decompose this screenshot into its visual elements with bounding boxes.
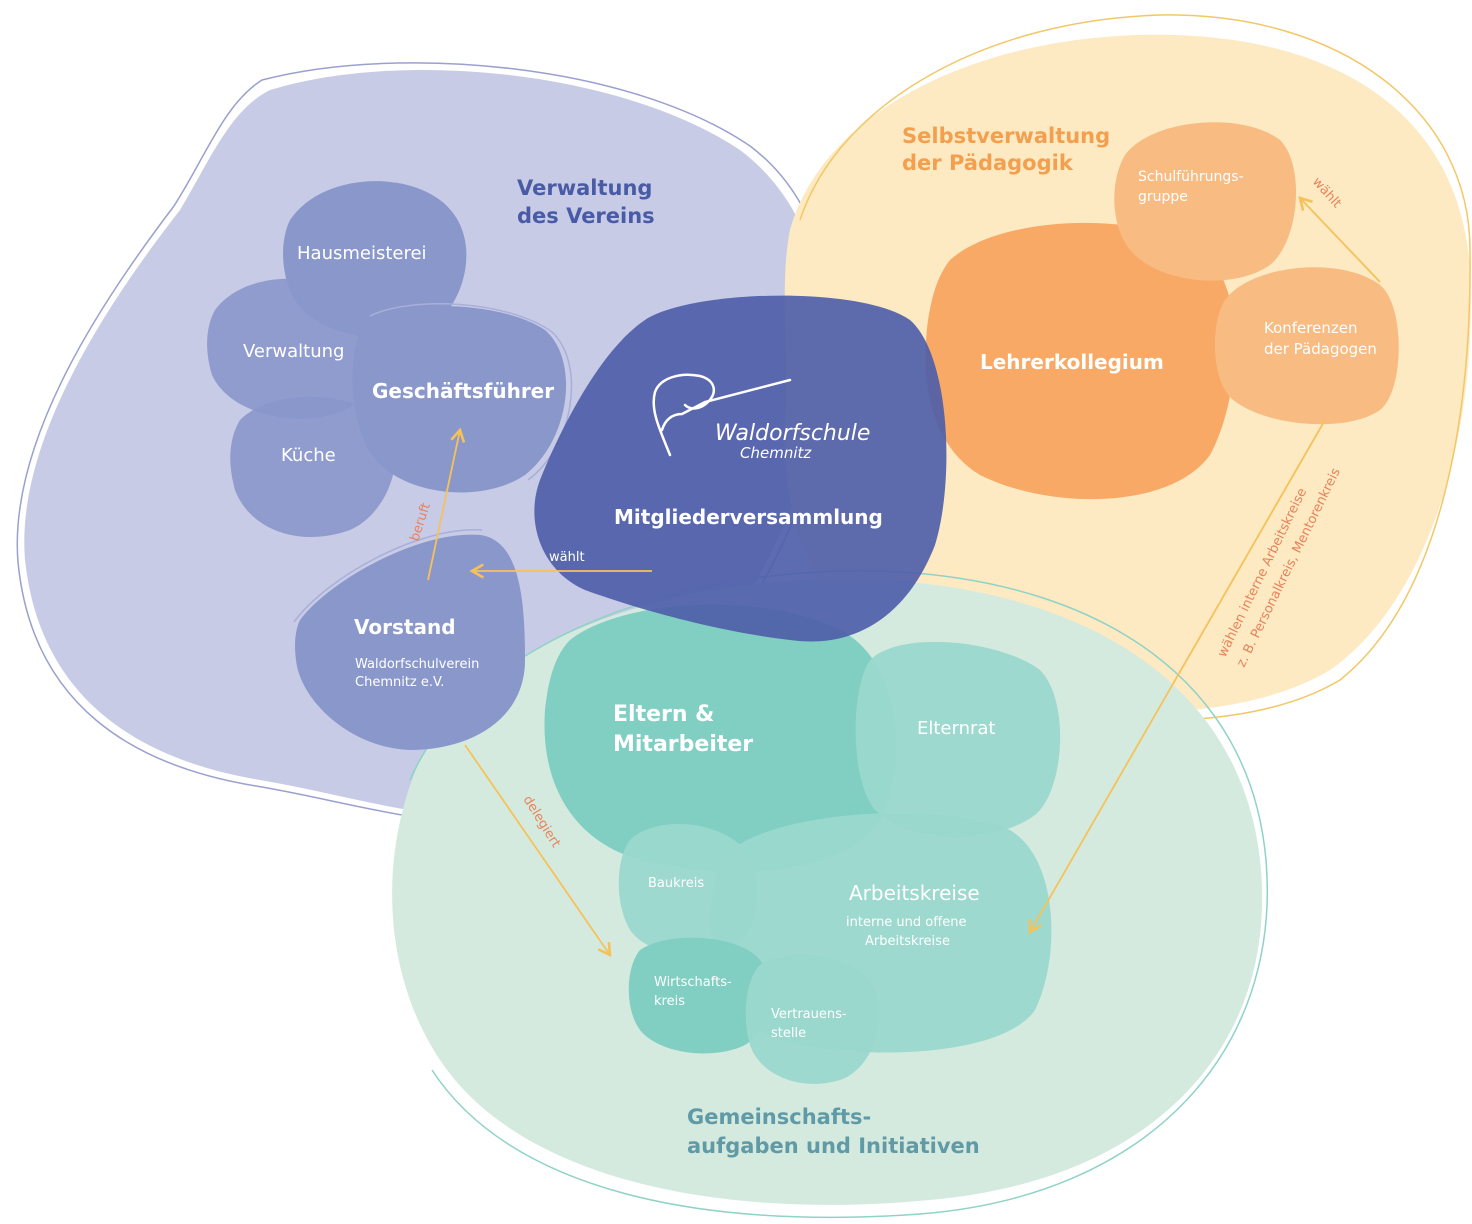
blob-elternrat: [855, 641, 1061, 837]
blob-eltern: [544, 604, 897, 872]
node-vorstand-sub1: Waldorfschulverein: [355, 657, 479, 672]
logo-mark-icon: [652, 373, 792, 457]
region-gemeinschaft-title-1: Gemeinschafts-: [687, 1105, 871, 1129]
blob-schulfuehrungsgruppe: [1114, 122, 1297, 281]
label-waehlt-vorstand: wählt: [549, 550, 585, 565]
arrow-beruft: [427, 427, 466, 581]
blob-lehrerkollegium: [925, 222, 1235, 500]
blob-wirtschaftskreis: [628, 937, 770, 1054]
region-verwaltung-title-2: des Vereins: [517, 204, 655, 228]
node-mitgliederversammlung: Mitgliederversammlung: [614, 505, 883, 529]
node-geschaeftsfuehrer: Geschäftsführer: [372, 379, 554, 403]
node-vorstand-title: Vorstand: [354, 615, 456, 639]
node-schulfuehrungsgruppe-1: Schulführungs-: [1138, 169, 1244, 185]
node-kueche: Küche: [281, 445, 336, 466]
node-vertrauensstelle-2: stelle: [771, 1026, 806, 1041]
node-lehrerkollegium: Lehrerkollegium: [980, 350, 1164, 374]
blob-mitgliederversammlung: [534, 295, 947, 642]
node-eltern-1: Eltern &: [613, 702, 714, 727]
blob-vertrauensstelle: [745, 954, 880, 1084]
waldorfschule-logo: Waldorfschule Chemnitz: [652, 373, 870, 462]
node-arbeitskreise-title: Arbeitskreise: [849, 881, 980, 905]
arrow-delegiert: [464, 744, 612, 958]
node-hausmeisterei: Hausmeisterei: [297, 243, 427, 264]
region-selbstverwaltung-title-1: Selbstverwaltung: [902, 124, 1110, 148]
region-verwaltung-title-1: Verwaltung: [517, 176, 652, 200]
node-konferenzen-1: Konferenzen: [1264, 319, 1357, 337]
blob-baukreis: [618, 823, 758, 956]
node-arbeitskreise-sub2: Arbeitskreise: [865, 934, 950, 949]
arrow-waehlt-schulfuehrung: [1298, 196, 1381, 283]
region-gemeinschaft-title-2: aufgaben und Initiativen: [687, 1134, 980, 1158]
logo-line1: Waldorfschule: [715, 421, 870, 446]
node-vertrauensstelle-1: Vertrauens-: [771, 1007, 847, 1022]
blob-konferenzen: [1214, 267, 1399, 425]
node-baukreis: Baukreis: [648, 876, 704, 891]
arrows: [427, 196, 1381, 958]
node-schulfuehrungsgruppe-2: gruppe: [1138, 189, 1188, 205]
node-arbeitskreise-sub1: interne und offene: [846, 915, 966, 930]
node-elternrat: Elternrat: [917, 718, 996, 739]
node-vorstand-sub2: Chemnitz e.V.: [355, 675, 444, 690]
blob-verwaltung: [207, 278, 380, 419]
node-verwaltung: Verwaltung: [243, 341, 344, 362]
node-wirtschaftskreis-2: kreis: [654, 994, 685, 1009]
node-wirtschaftskreis-1: Wirtschafts-: [654, 975, 732, 990]
blob-kueche: [230, 396, 396, 537]
logo-line2: Chemnitz: [740, 444, 812, 462]
node-konferenzen-2: der Pädagogen: [1264, 340, 1377, 358]
region-selbstverwaltung-title-2: der Pädagogik: [902, 151, 1074, 175]
blob-vorstand: [293, 529, 525, 750]
arrow-waehlen-arbeitskreise: [1028, 419, 1326, 935]
node-eltern-2: Mitarbeiter: [613, 732, 753, 757]
